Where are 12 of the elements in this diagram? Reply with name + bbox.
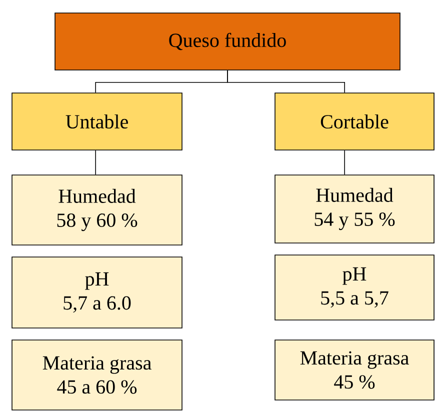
property-box: Humedad 54 y 55 % [274, 174, 434, 244]
property-box: Materia grasa 45 a 60 % [12, 340, 182, 410]
title-box: Queso fundido [54, 12, 400, 70]
category-box: Cortable [274, 92, 434, 150]
connector-line [227, 70, 345, 93]
connector-line [344, 150, 345, 175]
category-box: Untable [12, 92, 182, 150]
property-box: Humedad 58 y 60 % [12, 174, 182, 246]
property-box: Materia grasa 45 % [274, 340, 434, 400]
property-box: pH 5,5 a 5,7 [274, 254, 434, 320]
connector-line [95, 150, 96, 175]
property-box: pH 5,7 a 6.0 [12, 256, 182, 328]
